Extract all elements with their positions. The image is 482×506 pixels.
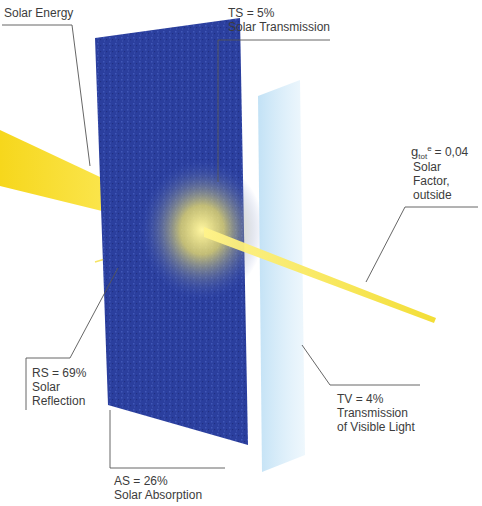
value-label: Solar Energy	[4, 6, 73, 20]
inner-pane	[258, 80, 305, 472]
symbol-part: = 0,04	[432, 145, 469, 159]
symbol-part: e	[427, 144, 431, 153]
leader-line	[26, 268, 118, 410]
value-label: Solar Factor, outside	[413, 160, 452, 202]
leader-line	[218, 40, 330, 182]
transmitted-beam	[204, 227, 436, 323]
value-label: RS = 69% Solar Reflection	[32, 366, 86, 408]
glow	[140, 160, 264, 300]
leader-lines	[2, 25, 478, 468]
value-label: TV = 4% Transmission of Visible Light	[337, 392, 415, 434]
leader-line	[2, 25, 90, 166]
value-label: TS = 5% Solar Transmission	[228, 6, 330, 34]
leader-line	[366, 207, 478, 282]
leader-line	[302, 345, 420, 385]
symbol-part: g	[411, 144, 418, 159]
value-label: AS = 26% Solar Absorption	[114, 474, 202, 502]
leader-line	[110, 410, 225, 468]
